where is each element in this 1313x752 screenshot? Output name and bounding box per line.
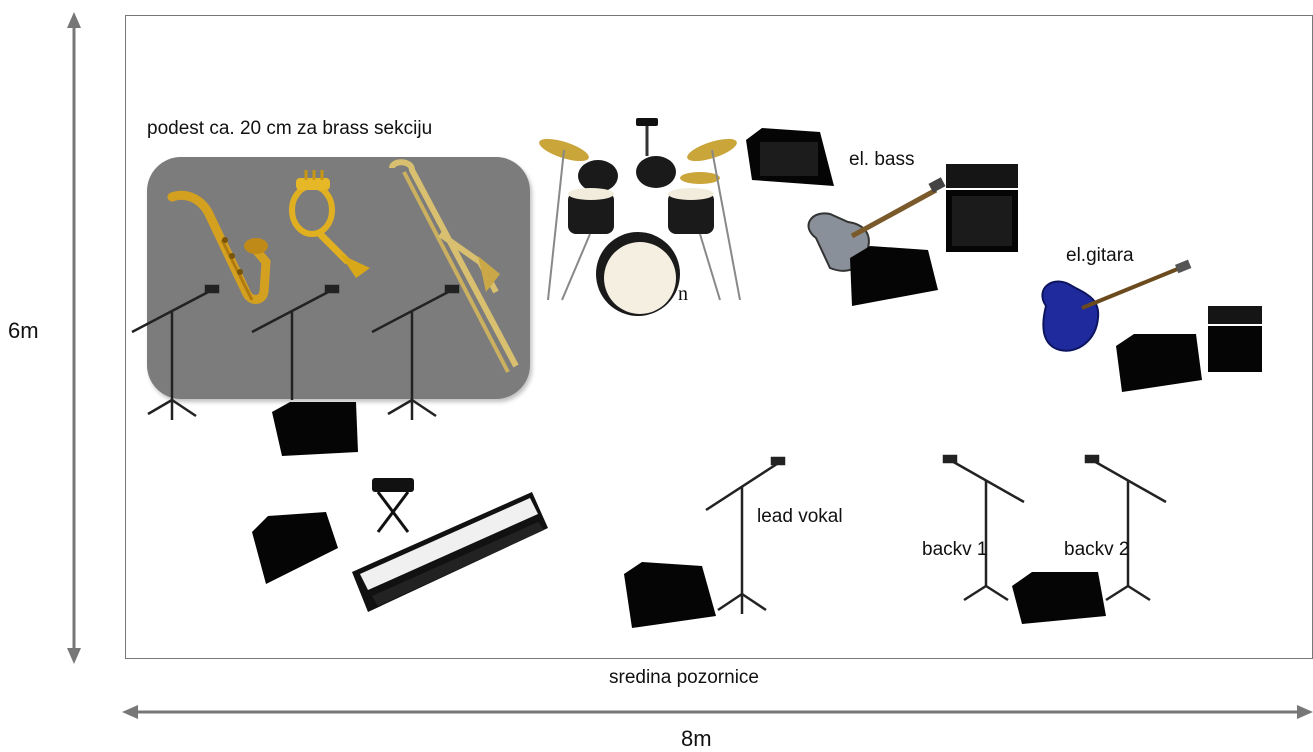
saxophone-icon bbox=[167, 190, 271, 304]
keyboard-icon bbox=[352, 492, 548, 612]
backing-vocals-monitor-icon bbox=[1012, 572, 1106, 624]
stage-center-label: sredina pozornice bbox=[609, 667, 759, 688]
guitar-amp-icon bbox=[1208, 306, 1262, 372]
lead-vocal-mic-stand-icon bbox=[705, 456, 786, 614]
drum-monitor-icon bbox=[746, 128, 834, 186]
bass-amp-icon bbox=[946, 164, 1018, 252]
height-dimension-arrow bbox=[60, 12, 88, 664]
trumpet-icon bbox=[289, 170, 370, 278]
brass-monitor-icon bbox=[272, 402, 358, 456]
lead-vocal-monitor-icon bbox=[624, 562, 716, 628]
bass-monitor-icon bbox=[850, 246, 938, 306]
backing-vocal-2-label: backv 2 bbox=[1064, 539, 1130, 560]
electric-guitar-icon bbox=[1041, 259, 1192, 352]
backing-vocal-1-label: backv 1 bbox=[922, 539, 988, 560]
podium-label: podest ca. 20 cm za brass sekciju bbox=[147, 118, 433, 139]
lead-vocal-label: lead vokal bbox=[757, 506, 843, 527]
brass-mic-stand-1-icon bbox=[131, 284, 220, 420]
width-dimension-label: 8m bbox=[681, 726, 712, 751]
guitar-label: el.gitara bbox=[1066, 245, 1134, 266]
brass-mic-stand-3-icon bbox=[371, 284, 460, 420]
width-dimension-arrow bbox=[122, 702, 1313, 722]
brass-mic-stand-2-icon bbox=[251, 284, 340, 400]
drum-kit-fragment-label: n bbox=[678, 283, 688, 305]
guitar-monitor-icon bbox=[1116, 334, 1202, 392]
bass-label: el. bass bbox=[849, 149, 915, 170]
height-dimension-label: 6m bbox=[8, 318, 39, 343]
backing-vocal-2-mic-stand-icon bbox=[1084, 454, 1167, 602]
drum-kit-icon bbox=[539, 118, 741, 316]
keyboard-bench-icon bbox=[372, 478, 414, 533]
keyboard-monitor-icon bbox=[252, 512, 338, 584]
backing-vocal-1-mic-stand-icon bbox=[942, 454, 1025, 602]
trombone-icon bbox=[389, 159, 519, 373]
